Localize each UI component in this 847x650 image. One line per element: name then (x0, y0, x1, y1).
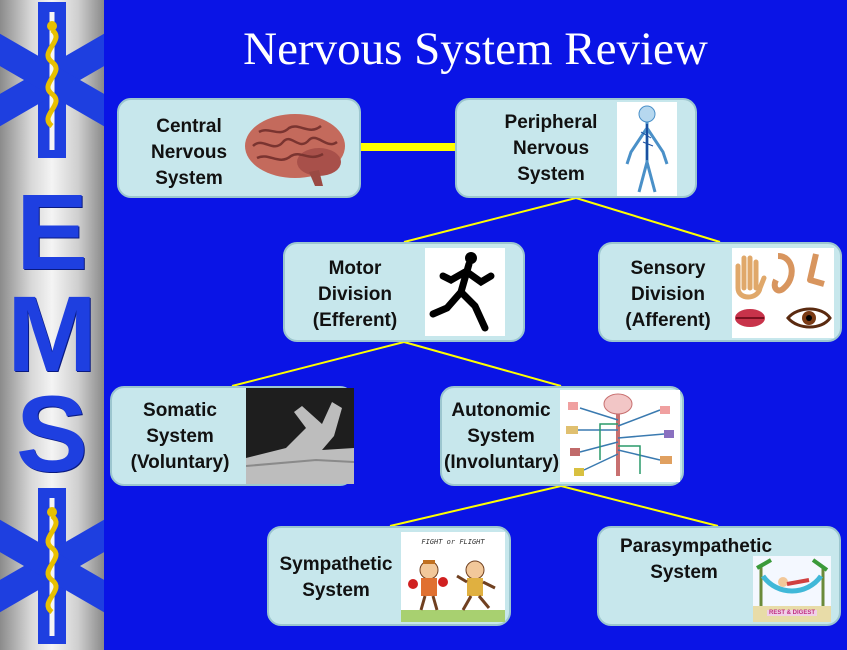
autonomic-sympathetic-connector (389, 485, 562, 527)
rest-and-digest-illustration: REST & DIGEST (753, 556, 831, 622)
hand-photo-icon (246, 388, 354, 484)
fight-flight-caption: FIGHT or FLIGHT (421, 538, 485, 546)
pns-sensory-connector (575, 197, 721, 243)
brain-icon (245, 114, 345, 186)
slide-title: Nervous System Review (243, 23, 708, 75)
letter-m: M (7, 273, 97, 394)
cns-pns-connector (360, 143, 456, 151)
rest-digest-caption: REST & DIGEST (767, 610, 818, 616)
runner-icon (425, 248, 505, 336)
motor-somatic-connector (231, 341, 405, 387)
fight-or-flight-illustration: FIGHT or FLIGHT (401, 532, 505, 622)
star-of-life-icon (0, 488, 104, 644)
motor-autonomic-connector (403, 341, 562, 387)
node-parasympathetic-system: Parasympathetic System REST & DIGEST (597, 526, 841, 626)
ems-sidebar: E M S (0, 0, 104, 650)
pns-motor-connector (403, 197, 577, 243)
star-of-life-icon (0, 2, 104, 158)
letter-s: S (15, 373, 89, 494)
letter-e: E (15, 171, 89, 292)
autonomic-parasympathetic-connector (560, 485, 719, 527)
autonomic-diagram-icon (560, 390, 680, 482)
senses-icon (732, 248, 834, 338)
boxer-runner-icon (401, 560, 505, 622)
nervous-system-figure-icon (617, 102, 677, 196)
node-label: Parasympathetic System (619, 536, 773, 583)
